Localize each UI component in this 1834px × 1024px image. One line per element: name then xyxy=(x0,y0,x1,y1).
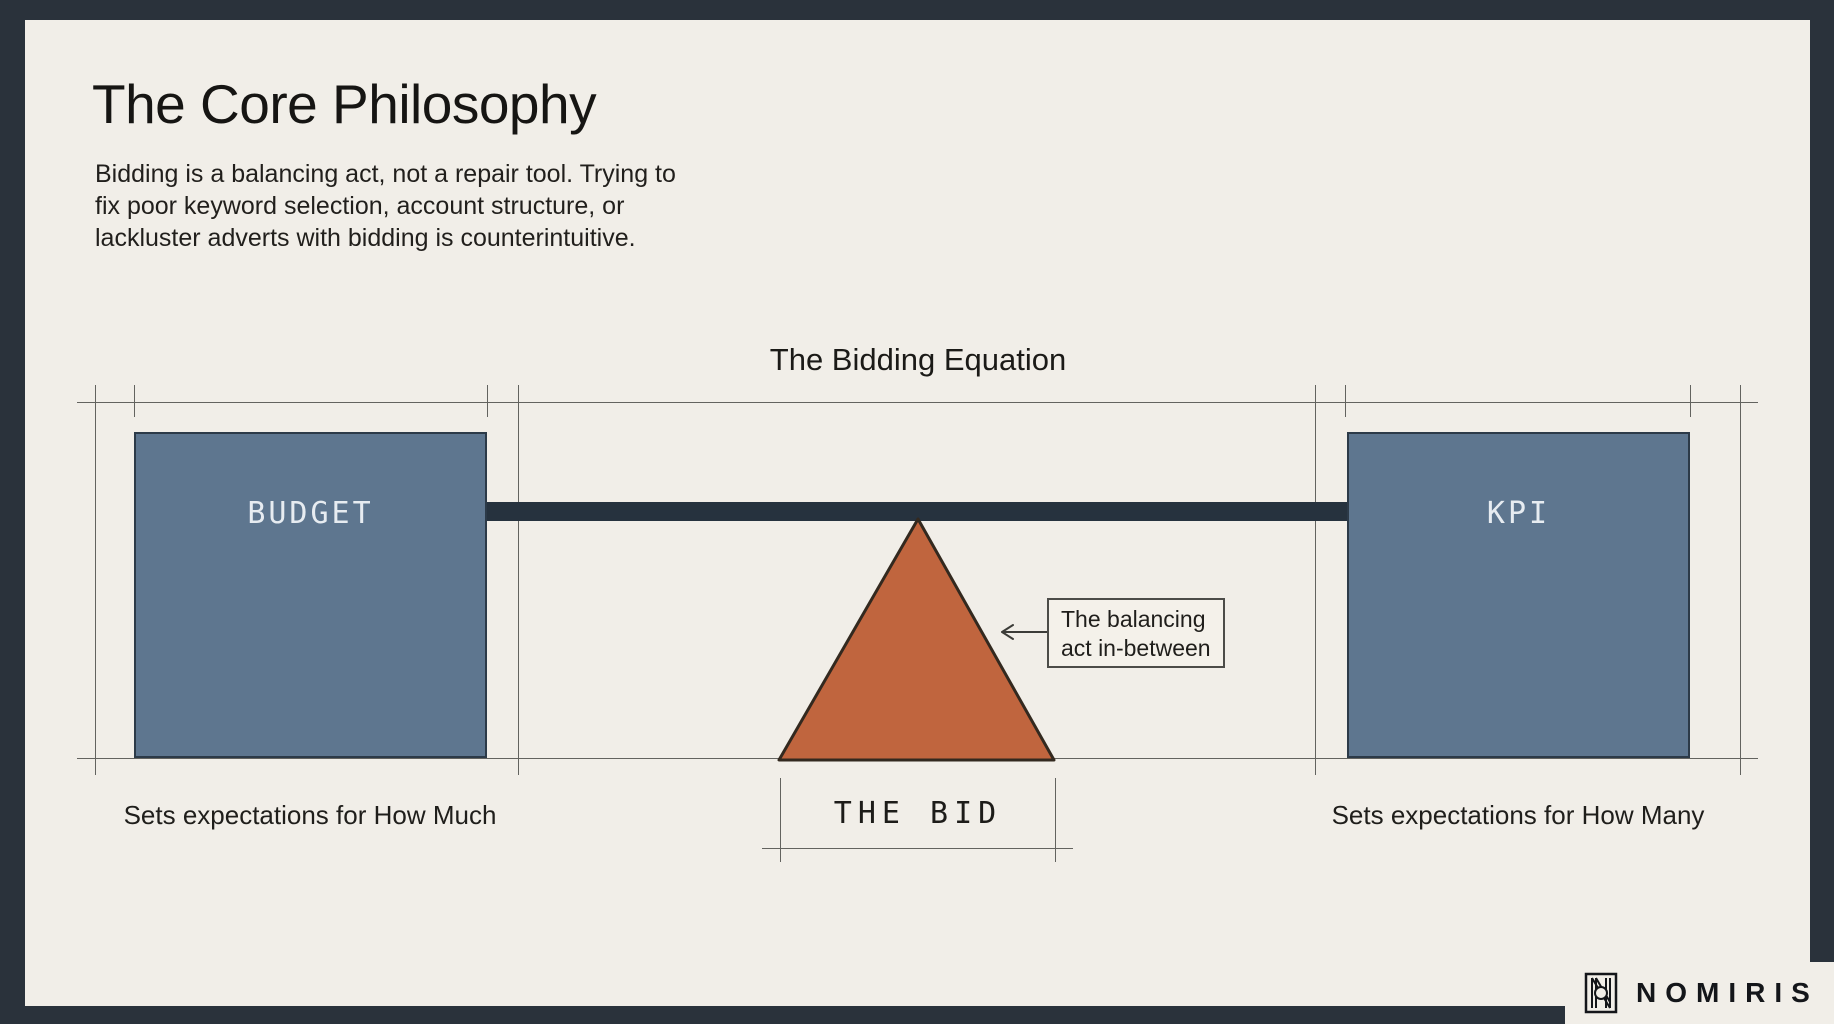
guide-tick xyxy=(1345,385,1346,417)
nomiris-logo-text: NOMIRIS xyxy=(1636,977,1819,1008)
dimension-line-left xyxy=(780,778,781,862)
guide-line-vertical xyxy=(518,385,519,775)
dimension-line-right xyxy=(1055,778,1056,862)
budget-box: BUDGET xyxy=(134,432,487,758)
guide-tick xyxy=(134,385,135,417)
body-line: fix poor keyword selection, account stru… xyxy=(95,192,625,220)
left-arrow-icon xyxy=(1001,624,1049,640)
frame-right-bar xyxy=(1810,0,1834,962)
annotation-text: act in-between xyxy=(1061,635,1211,661)
fulcrum-triangle xyxy=(777,517,1056,762)
dimension-line-bottom xyxy=(762,848,1073,849)
body-text: Bidding is a balancing act, not a repair… xyxy=(95,158,676,254)
body-line: lackluster adverts with bidding is count… xyxy=(95,224,636,252)
frame-left-bar xyxy=(0,0,25,1024)
body-line: Bidding is a balancing act, not a repair… xyxy=(95,160,676,188)
the-bid-label: THE BID xyxy=(833,796,1003,831)
diagram-title: The Bidding Equation xyxy=(769,342,1067,377)
guide-tick xyxy=(487,385,488,417)
annotation-box: The balancing act in-between xyxy=(1047,598,1225,668)
page-title: The Core Philosophy xyxy=(92,73,597,135)
frame-top-bar xyxy=(0,0,1834,20)
guide-line-vertical xyxy=(1740,385,1741,775)
guide-line-vertical xyxy=(1315,385,1316,775)
kpi-box-label: KPI xyxy=(1486,496,1551,531)
budget-box-label: BUDGET xyxy=(247,496,374,531)
budget-caption: Sets expectations for How Much xyxy=(123,800,497,830)
guide-tick xyxy=(1690,385,1691,417)
guide-line-vertical xyxy=(95,385,96,775)
balance-beam xyxy=(487,502,1347,521)
kpi-box: KPI xyxy=(1347,432,1690,758)
guide-line-top xyxy=(77,402,1758,403)
frame-bottom-bar xyxy=(0,1006,1565,1024)
nomiris-mark-icon xyxy=(1584,972,1618,1014)
nomiris-logo: NOMIRIS xyxy=(1584,972,1819,1014)
annotation-text: The balancing xyxy=(1061,606,1206,632)
kpi-caption: Sets expectations for How Many xyxy=(1331,800,1705,830)
